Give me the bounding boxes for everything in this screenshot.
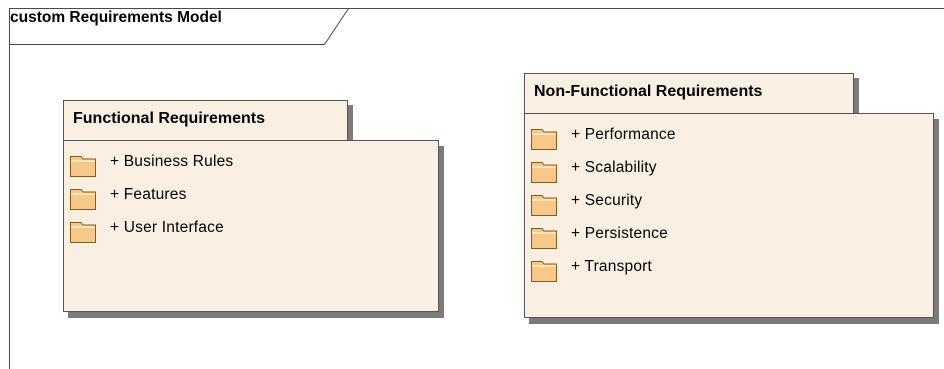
- folder-icon: [70, 189, 96, 210]
- item-label: + Scalability: [571, 159, 657, 176]
- folder-icon: [531, 195, 557, 216]
- diagram-frame: [9, 8, 944, 369]
- item-label: + Business Rules: [110, 153, 234, 170]
- package-title: Non-Functional Requirements: [534, 83, 763, 100]
- frame-title-tab: [9, 8, 349, 45]
- folder-icon: [531, 261, 557, 282]
- package-title: Functional Requirements: [73, 110, 266, 127]
- item-label: + User Interface: [110, 219, 224, 236]
- folder-icon: [531, 162, 557, 183]
- folder-icon: [531, 129, 557, 150]
- folder-icon: [531, 228, 557, 249]
- folder-icon: [70, 156, 96, 177]
- item-label: + Features: [110, 186, 187, 203]
- item-label: + Transport: [571, 258, 653, 275]
- package-body: + Business Rules + Features + User Inter…: [63, 140, 439, 312]
- item-label: + Security: [571, 192, 643, 209]
- item-label: + Persistence: [571, 225, 668, 242]
- diagram-title: custom Requirements Model: [10, 9, 222, 26]
- package-body: + Performance + Scalability + Security +…: [524, 113, 934, 318]
- package-tab: Non-Functional Requirements: [524, 73, 854, 114]
- package-tab: Functional Requirements: [63, 100, 348, 141]
- folder-icon: [70, 222, 96, 243]
- item-label: + Performance: [571, 126, 676, 143]
